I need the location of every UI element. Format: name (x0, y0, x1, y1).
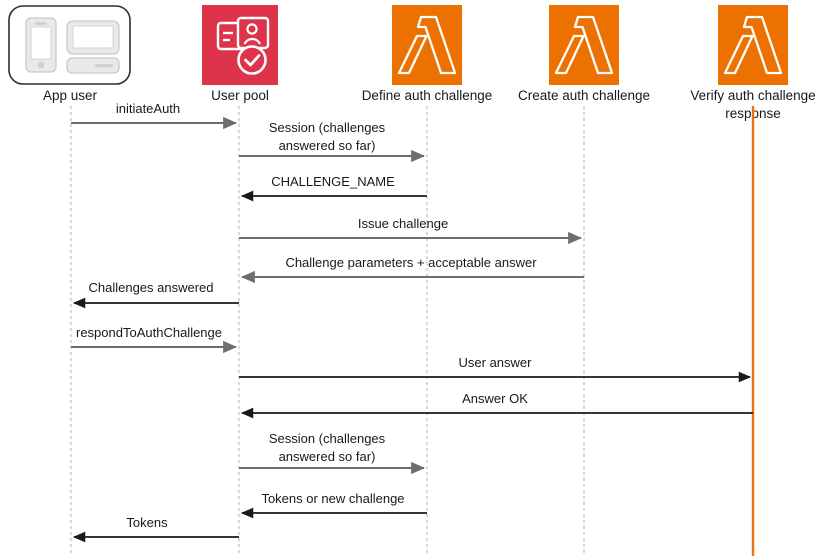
message-label: respondToAuthChallenge (76, 325, 222, 340)
message-label: Tokens or new challenge (261, 491, 404, 506)
message-label: Issue challenge (358, 216, 448, 231)
message-tokens-or-new-challenge: Tokens or new challenge (241, 491, 427, 519)
message-label-line1: Session (challenges (269, 120, 386, 135)
message-label: initiateAuth (116, 101, 180, 116)
message-challenges-answered: Challenges answered (73, 280, 239, 309)
actor-label-user-pool: User pool (211, 88, 269, 103)
message-label: Tokens (126, 515, 168, 530)
message-label-line2: answered so far) (279, 449, 376, 464)
actor-icon-user-pool (202, 5, 278, 85)
message-user-answer: User answer (239, 355, 751, 383)
message-label: Answer OK (462, 391, 528, 406)
actor-icon-define-auth-challenge (392, 5, 462, 85)
actor-icon-verify-auth-challenge-response (718, 5, 788, 85)
message-label-line2: answered so far) (279, 138, 376, 153)
message-session-challenges-answered-2: Session (challenges answered so far) (239, 431, 426, 475)
message-label: User answer (459, 355, 533, 370)
message-label: CHALLENGE_NAME (271, 174, 395, 189)
message-challenge-name: CHALLENGE_NAME (241, 174, 427, 202)
actor-label-define-auth-challenge: Define auth challenge (362, 88, 493, 103)
message-answer-ok: Answer OK (241, 391, 753, 419)
message-initiate-auth: initiateAuth (71, 101, 238, 130)
message-tokens: Tokens (73, 515, 239, 543)
message-issue-challenge: Issue challenge (239, 216, 583, 245)
actor-label-verify-auth-challenge-response-line1: Verify auth challenge (690, 88, 815, 103)
actor-label-app-user: App user (43, 88, 98, 103)
actor-icon-app-user (8, 5, 131, 85)
message-label: Challenge parameters + acceptable answer (285, 255, 537, 270)
message-challenge-parameters: Challenge parameters + acceptable answer (240, 255, 584, 284)
actor-label-create-auth-challenge: Create auth challenge (518, 88, 650, 103)
message-label: Challenges answered (88, 280, 213, 295)
message-label-line1: Session (challenges (269, 431, 386, 446)
message-session-challenges-answered-1: Session (challenges answered so far) (239, 120, 426, 163)
message-respond-to-auth-challenge: respondToAuthChallenge (71, 325, 238, 354)
actor-icon-create-auth-challenge (549, 5, 619, 85)
